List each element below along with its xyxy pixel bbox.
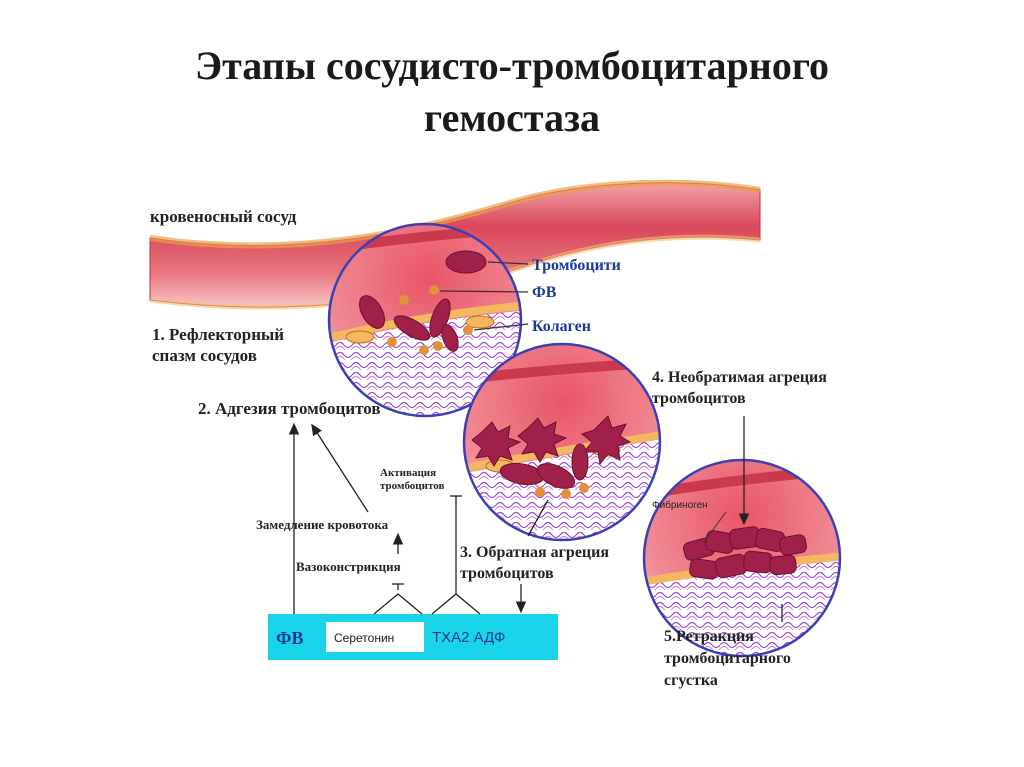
stage5-label-line1: 5.Ретракция <box>664 628 754 645</box>
stage1-label-line1: 1. Рефлекторный <box>152 325 284 344</box>
stage4-label-line1: 4. Необратимая агреция <box>652 369 827 386</box>
bar-txa2-label: ТХА2 АДФ <box>432 629 505 646</box>
bar-fv-label: ФВ <box>276 628 303 648</box>
platelet-clot <box>683 526 807 580</box>
activated-platelet <box>517 417 568 463</box>
stage5-magnified-view <box>642 458 842 658</box>
flow-arrows <box>288 416 783 622</box>
callout-platelets: Тромбоцити <box>532 257 621 274</box>
fibrinogen-label: Фибриноген <box>652 499 708 511</box>
activated-platelet <box>580 415 632 466</box>
stage1-label-line2: спазм сосудов <box>152 346 257 365</box>
activation-label-line1: Активация <box>380 467 436 479</box>
platelet <box>441 324 459 352</box>
platelet <box>445 250 487 274</box>
vasoconstriction-label: Вазоконстрикция <box>296 559 401 574</box>
stage5-label-line3: сгустка <box>664 672 718 689</box>
activated-platelet <box>471 421 522 467</box>
bar-serotonin-label: Серетонин <box>334 631 394 645</box>
stage3-4-magnified-view <box>462 342 662 542</box>
vessel-label: кровеносный сосуд <box>150 207 297 226</box>
activation-label-line2: тромбоцитов <box>380 480 444 492</box>
page-title: Этапы сосудисто-тромбоцитарного гемостаз… <box>0 40 1024 144</box>
platelet <box>429 298 451 338</box>
slowdown-label: Замедление кровотока <box>256 517 389 532</box>
callout-collagen: Колаген <box>532 318 591 335</box>
platelet <box>536 463 576 489</box>
platelet <box>359 295 385 329</box>
mediators-bar <box>268 614 558 660</box>
stage3-label-line2: тромбоцитов <box>460 565 554 582</box>
platelet <box>571 443 589 481</box>
stage5-label-line2: тромбоцитарного <box>664 650 791 667</box>
callout-fv: ФВ <box>532 284 557 301</box>
stage2-label: 2. Адгезия тромбоцитов <box>198 399 381 418</box>
stage3-label-line1: 3. Обратная агреция <box>460 544 609 561</box>
stage4-label-line2: тромбоцитов <box>652 390 746 407</box>
title-line-2: гемостаза <box>423 95 601 140</box>
platelet <box>393 315 431 341</box>
title-line-1: Этапы сосудисто-тромбоцитарного <box>195 43 829 88</box>
